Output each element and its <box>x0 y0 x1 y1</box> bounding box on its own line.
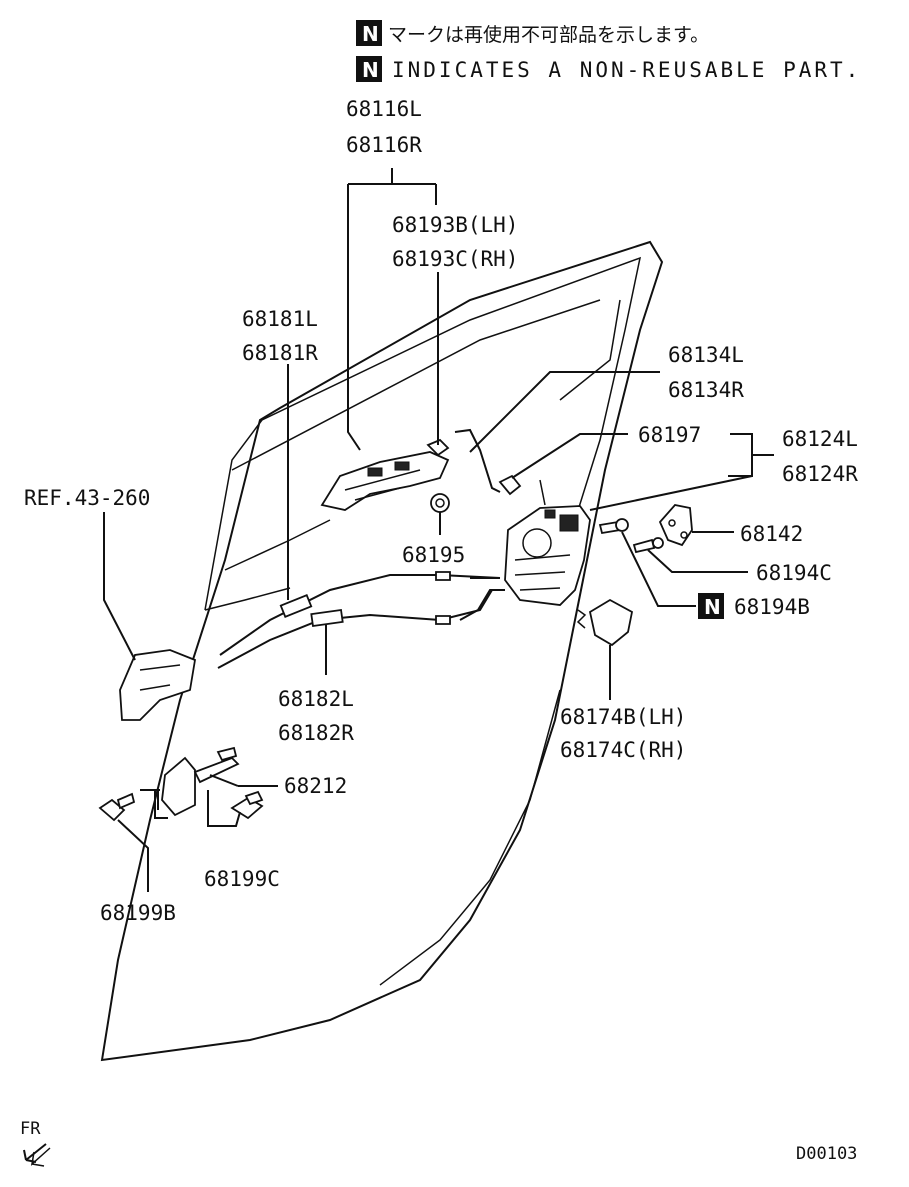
label-68134r: 68134R <box>668 378 744 402</box>
n-symbol: N <box>362 22 379 46</box>
door-check-68212 <box>161 746 240 817</box>
label-68124r: 68124R <box>782 462 858 486</box>
non-reusable-note: N マークは再使用不可部品を示します。 N INDICATES A NON-RE… <box>356 20 861 82</box>
bolt-68199c <box>230 790 264 820</box>
clip-68193 <box>426 438 450 457</box>
door-outline <box>100 240 664 1062</box>
front-arrow-icon <box>23 1143 47 1163</box>
label-68124l: 68124L <box>782 427 858 451</box>
english-note: INDICATES A NON-REUSABLE PART. <box>392 58 861 82</box>
striker-68142 <box>658 504 693 547</box>
cables <box>217 571 501 669</box>
leader-lines <box>103 168 774 892</box>
fr-label: FR <box>20 1119 41 1139</box>
label-68181r: 68181R <box>242 341 318 365</box>
label-ref-43-260: REF.43-260 <box>24 486 150 510</box>
label-68194c: 68194C <box>756 561 832 585</box>
label-68182l: 68182L <box>278 687 354 711</box>
label-68116l: 68116L <box>346 97 422 121</box>
label-68212: 68212 <box>284 774 347 798</box>
part-labels: 68116L 68116R 68193B(LH) 68193C(RH) 6818… <box>24 97 858 925</box>
label-68174b: 68174B(LH) <box>560 705 686 729</box>
label-68195: 68195 <box>402 543 465 567</box>
n-symbol-2: N <box>362 58 379 82</box>
label-68197: 68197 <box>638 423 701 447</box>
label-68193c: 68193C(RH) <box>392 247 518 271</box>
rod-68134 <box>454 428 522 496</box>
label-68193b: 68193B(LH) <box>392 213 518 237</box>
label-68142: 68142 <box>740 522 803 546</box>
grommet-68195 <box>430 493 450 513</box>
japanese-note: マークは再使用不可部品を示します。 <box>388 24 709 46</box>
label-68181l: 68181L <box>242 307 318 331</box>
label-68194b: 68194B <box>734 595 810 619</box>
latch-cover-68174 <box>576 598 634 647</box>
screw-68194c <box>632 537 664 554</box>
n-symbol-68194b: N <box>704 595 721 619</box>
fr-indicator: FR <box>20 1119 51 1167</box>
diagram-code: D00103 <box>796 1144 857 1164</box>
inside-handle <box>119 649 197 721</box>
label-68134l: 68134L <box>668 343 744 367</box>
label-68199c: 68199C <box>204 867 280 891</box>
label-68116r: 68116R <box>346 133 422 157</box>
label-68174c: 68174C(RH) <box>560 738 686 762</box>
screw-68194b <box>598 518 629 535</box>
label-68182r: 68182R <box>278 721 354 745</box>
door-latch-assembly <box>504 479 591 606</box>
label-68199b: 68199B <box>100 901 176 925</box>
bolt-68199b <box>98 792 136 822</box>
outer-handle <box>320 451 450 511</box>
